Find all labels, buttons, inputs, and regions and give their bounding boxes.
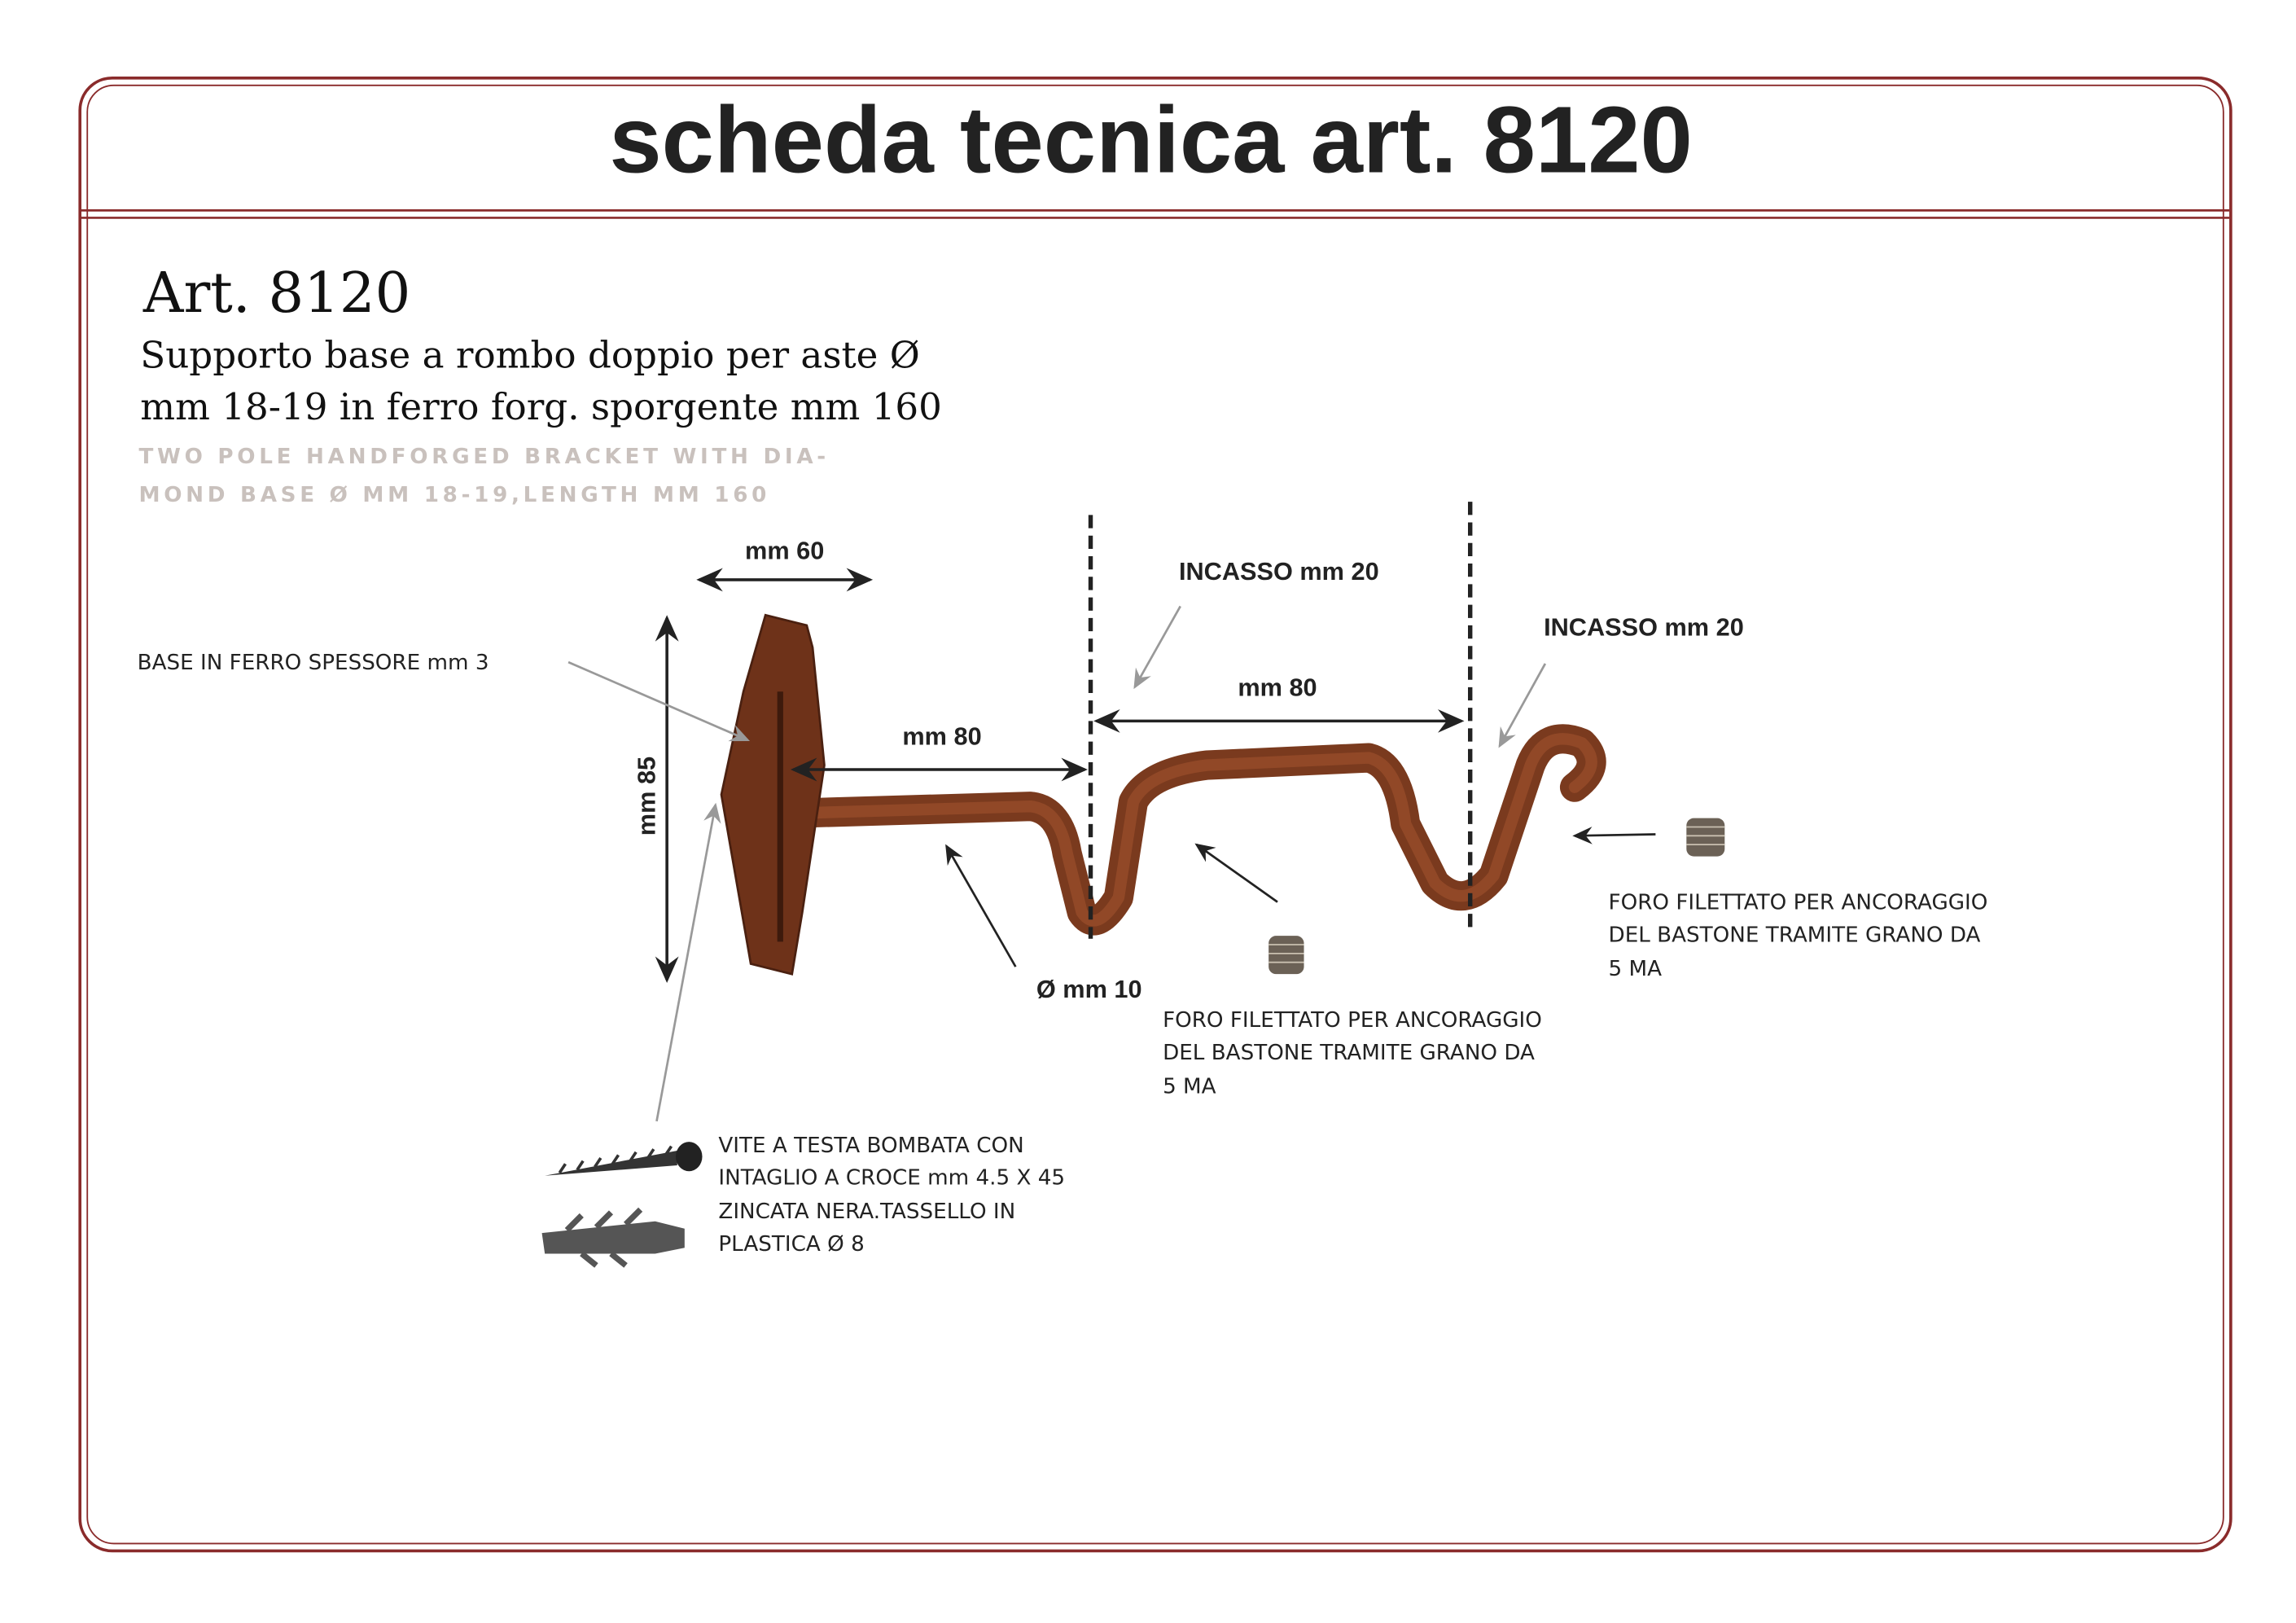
note-thread-2-line-1: FORO FILETTATO PER ANCORAGGIO — [1609, 891, 1988, 915]
note-screw-line-2: INTAGLIO A CROCE mm 4.5 X 45 — [718, 1166, 1065, 1191]
description-it-line-2: mm 18-19 in ferro forg. sporgente mm 160 — [140, 385, 942, 428]
page-frame — [78, 76, 2232, 1553]
wood-screw-icon — [545, 1142, 703, 1176]
page-title: scheda tecnica art. 8120 — [609, 86, 1692, 192]
note-base: BASE IN FERRO SPESSORE mm 3 — [138, 651, 489, 675]
diamond-base — [720, 613, 826, 976]
dim-base-width: mm 60 — [745, 537, 824, 565]
note-screw-line-4: PLASTICA Ø 8 — [718, 1232, 864, 1257]
recess-label-2: INCASSO mm 20 — [1544, 613, 1744, 642]
description-en-line-1: TWO POLE HANDFORGED BRACKET WITH DIA- — [138, 445, 829, 469]
article-number: Art. 8120 — [142, 261, 410, 326]
set-screw-icon — [1268, 936, 1304, 975]
dim-rod-diameter: Ø mm 10 — [1036, 975, 1142, 1003]
dim-second-span: mm 80 — [1238, 673, 1317, 702]
bracket-illustration — [720, 613, 1606, 976]
set-screw-icon — [1686, 818, 1725, 857]
wall-plug-icon — [541, 1207, 685, 1268]
note-thread-2-line-3: 5 MA — [1609, 957, 1663, 981]
description-en-line-2: MOND BASE Ø MM 18-19,LENGTH MM 160 — [138, 483, 770, 507]
dim-base-height: mm 85 — [633, 757, 661, 836]
description-it-line-1: Supporto base a rombo doppio per aste Ø — [140, 334, 919, 377]
note-thread-1-line-2: DEL BASTONE TRAMITE GRANO DA — [1163, 1041, 1535, 1065]
recess-label-1: INCASSO mm 20 — [1179, 557, 1379, 586]
note-screw-line-1: VITE A TESTA BOMBATA CON — [718, 1134, 1023, 1158]
note-thread-2-line-2: DEL BASTONE TRAMITE GRANO DA — [1609, 923, 1981, 947]
note-thread-1-line-3: 5 MA — [1163, 1075, 1216, 1099]
note-thread-1-line-1: FORO FILETTATO PER ANCORAGGIO — [1163, 1008, 1542, 1033]
dim-first-span: mm 80 — [902, 722, 981, 750]
note-screw-line-3: ZINCATA NERA.TASSELLO IN — [718, 1200, 1015, 1224]
